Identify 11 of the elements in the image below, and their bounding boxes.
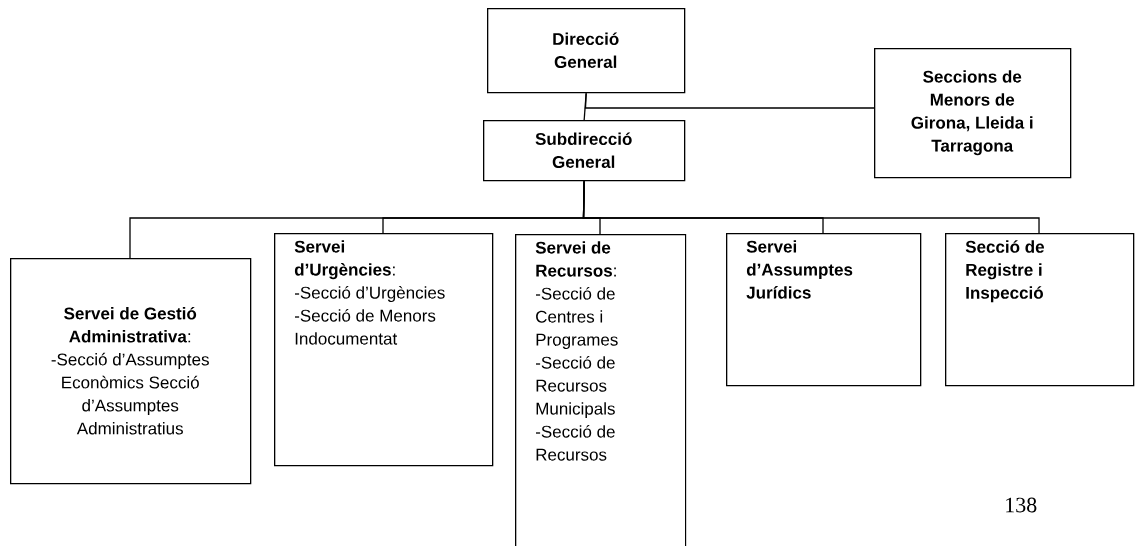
org-box: Seccions de Menors de Girona, Lleida i Tarragona	[874, 48, 1072, 179]
org-box: Servei d’Urgències: -Secció d’Urgències -Secció de Menors Indocumentat	[274, 233, 494, 467]
org-box: Secció de Registre i Inspecció	[945, 233, 1135, 387]
org-box: Servei de Gestió Administrativa: -Secció d’Assumptes Econòmics Secció d’Assumptes Administratius	[10, 258, 252, 485]
connector-line	[582, 180, 1040, 234]
org-box: Servei de Recursos: -Secció de Centres i Programes -Secció de Recursos Municipals -Secció de Recursos	[515, 234, 687, 546]
org-box: Servei d’Assumptes Jurídics	[726, 233, 922, 387]
org-box: Subdirecció General	[483, 120, 686, 182]
page-number: 138	[1006, 497, 1037, 513]
org-box: Direcció General	[487, 8, 686, 94]
connector-line	[584, 92, 875, 109]
